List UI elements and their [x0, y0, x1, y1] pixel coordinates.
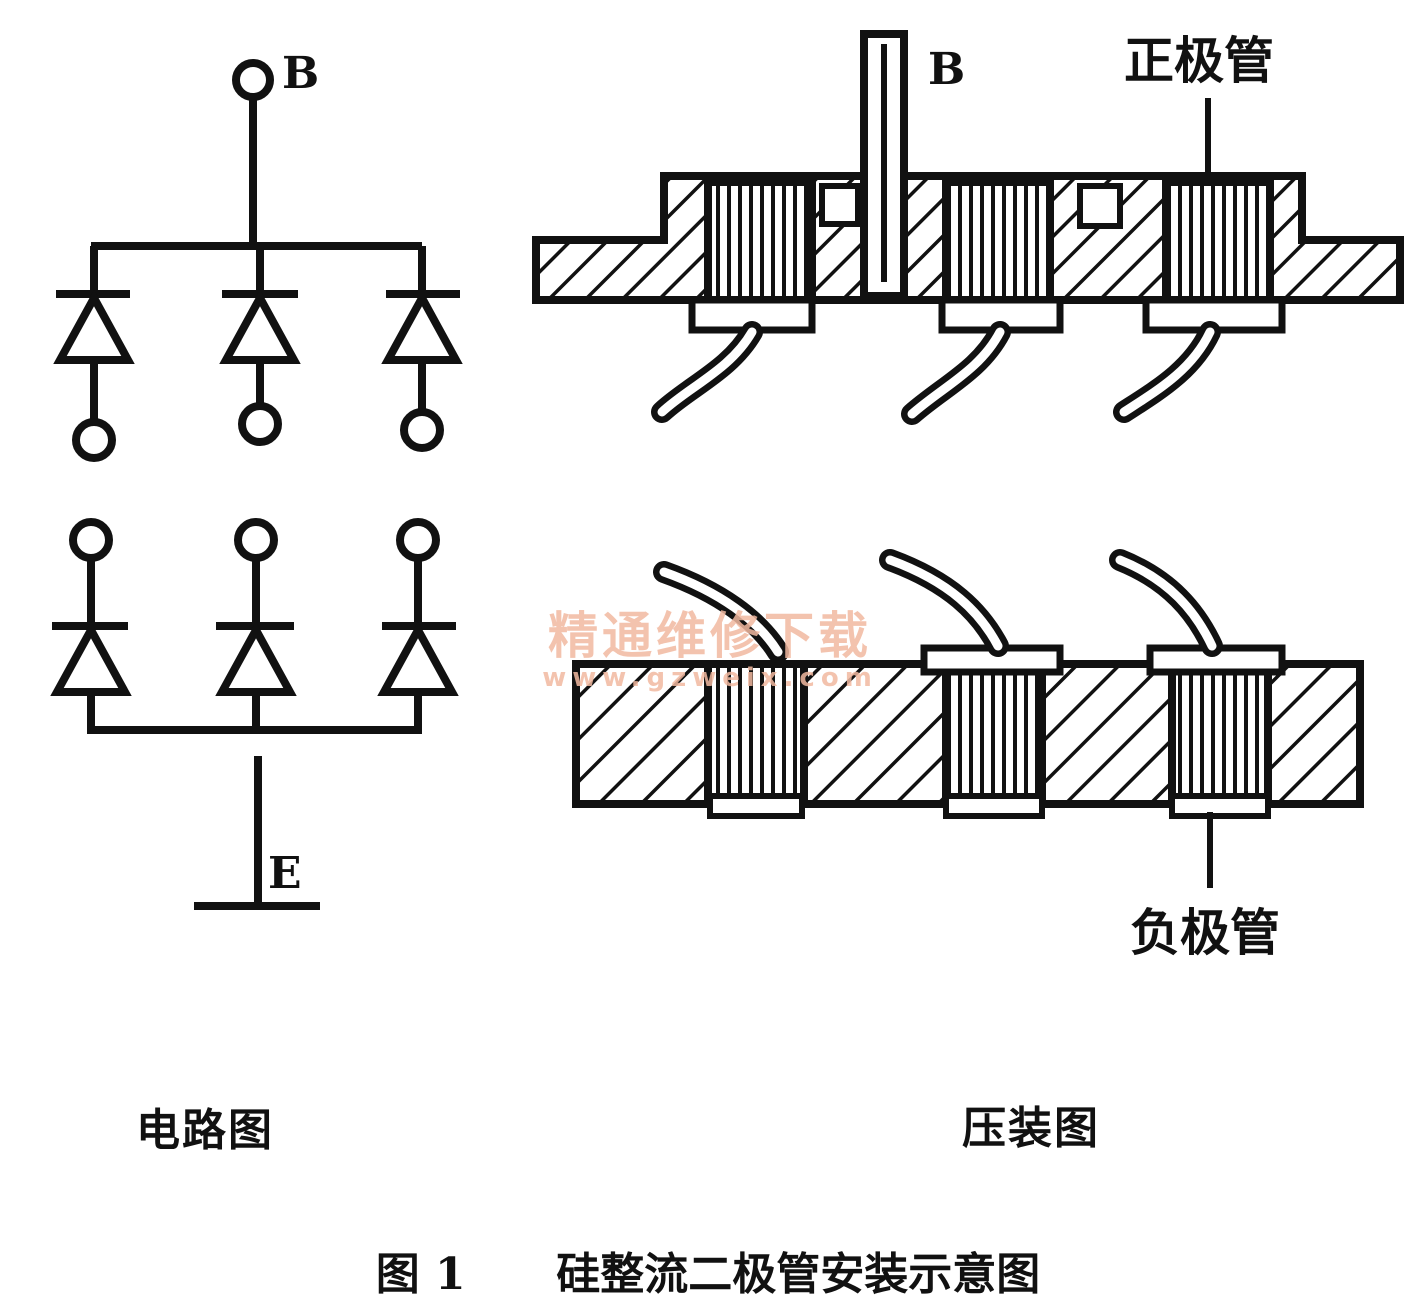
positive-diode-3	[381, 246, 463, 452]
positive-diode-2	[219, 246, 301, 446]
circuit-diagram	[50, 59, 463, 910]
positive-plate	[532, 30, 1404, 425]
assembly-terminal-b-label: B	[928, 44, 965, 95]
circuit-terminal-e-label: E	[268, 848, 302, 899]
negative-diode-3	[377, 518, 459, 730]
assembly-drawing	[532, 30, 1404, 888]
figure-caption: 图 1 硅整流二极管安装示意图	[0, 1238, 1416, 1302]
figure-title: 硅整流二极管安装示意图	[556, 1249, 1041, 1300]
negative-diode-1	[50, 518, 132, 730]
circuit-subtitle: 电路图	[136, 1105, 274, 1156]
circuit-terminal-b-label: B	[282, 48, 319, 99]
assembly-subtitle: 压装图	[962, 1103, 1100, 1154]
terminal-b-circle	[232, 59, 274, 101]
figure-number: 图 1	[375, 1249, 466, 1300]
negative-diode-2	[215, 518, 297, 730]
negative-plate	[572, 549, 1364, 888]
negative-diode-label: 负极管	[1130, 903, 1280, 962]
positive-diode-1	[53, 246, 135, 462]
positive-diode-label: 正极管	[1124, 31, 1274, 90]
